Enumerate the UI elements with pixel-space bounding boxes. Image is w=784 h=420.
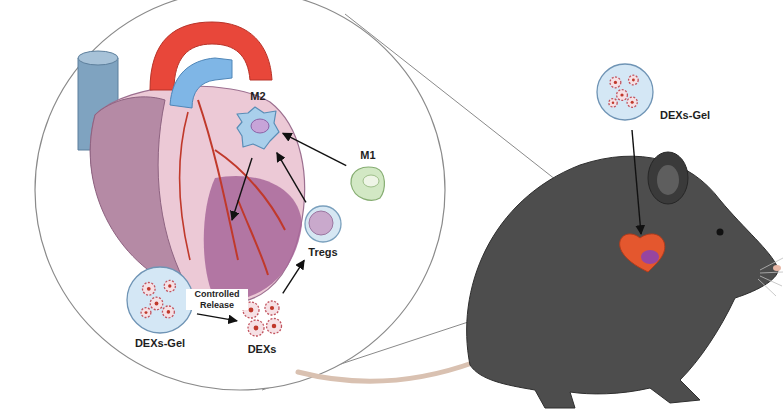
- macrophage-m1: M1: [348, 149, 388, 204]
- hydrogel: DEXs-Gel: [595, 62, 710, 122]
- m2-shape: [235, 105, 281, 151]
- mouse-illustration: [298, 152, 783, 408]
- node-label: DEXs: [248, 343, 277, 356]
- treg-shape: [303, 204, 343, 244]
- node-label: DEXs-Gel: [660, 109, 710, 122]
- arrow: [632, 130, 641, 234]
- gel-shape: [595, 62, 655, 122]
- zoom-circle: [35, 0, 445, 390]
- heart-illustration: [78, 22, 305, 302]
- hydrogel: DEXs-Gel: [125, 265, 195, 350]
- node-label: DEXs-Gel: [135, 337, 185, 350]
- connector-arrow: [283, 133, 346, 165]
- edge-label: Controlled Release: [186, 289, 248, 310]
- connector-arrow: [277, 153, 306, 203]
- connector-arrow: [283, 260, 304, 293]
- arrow: [232, 158, 252, 220]
- macrophage-m2: M2: [235, 90, 281, 151]
- gel-shape: [125, 265, 195, 335]
- m1-shape: [348, 164, 388, 204]
- node-label: M2: [250, 90, 265, 103]
- node-label: Tregs: [308, 246, 337, 259]
- connector-arrow: [197, 314, 237, 321]
- node-label: M1: [360, 149, 375, 162]
- treg-cell: Tregs: [303, 204, 343, 259]
